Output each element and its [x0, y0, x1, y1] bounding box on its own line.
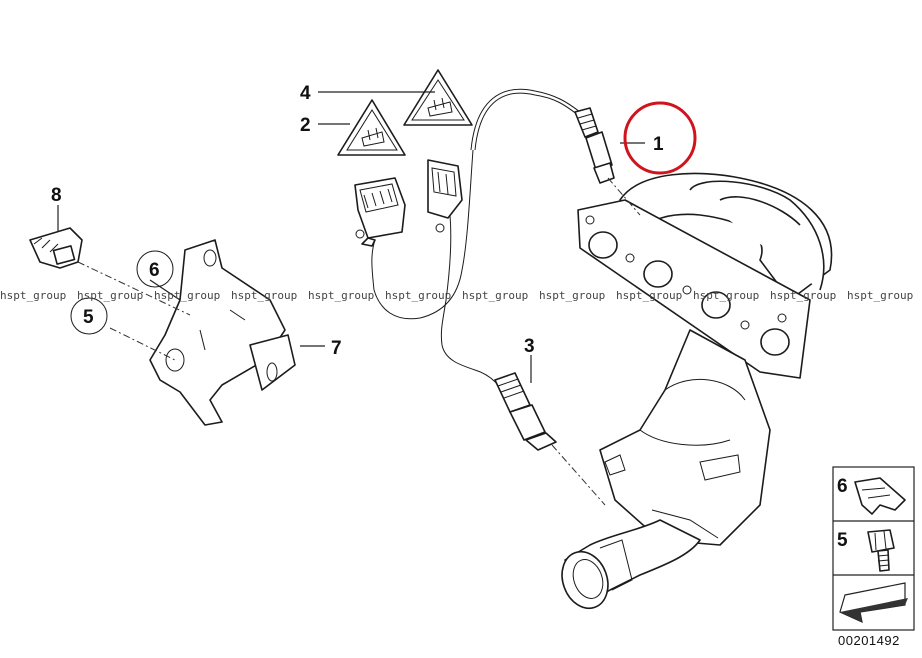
oxygen-sensor-upper — [470, 88, 641, 216]
callout-labels: 1 2 3 4 5 6 7 8 — [51, 83, 664, 359]
legend-bolt-icon — [867, 529, 895, 572]
highlight-circle — [623, 101, 697, 175]
callout-6: 6 — [149, 260, 160, 281]
watermark-text: hspt_group — [385, 289, 451, 302]
legend-arrow-icon — [839, 582, 908, 624]
watermark-text: hspt_group — [77, 289, 143, 302]
watermark-text: hspt_group — [231, 289, 297, 302]
legend-label-6: 6 — [837, 476, 848, 497]
exhaust-manifold-catalyst — [561, 172, 833, 610]
bracket-item-7 — [149, 239, 296, 426]
watermark-text: hspt_group — [770, 289, 836, 302]
legend-box: 6 5 00201492 — [832, 466, 915, 648]
callout-6-circle — [136, 250, 174, 288]
watermark-text: hspt_group — [154, 289, 220, 302]
legend-label-5: 5 — [837, 530, 848, 551]
callout-8: 8 — [51, 185, 62, 206]
callout-5-circle — [70, 297, 108, 335]
callout-2: 2 — [300, 115, 311, 136]
connector-item-4 — [427, 159, 463, 233]
diagram-code: 00201492 — [838, 633, 900, 648]
callout-5: 5 — [83, 307, 94, 328]
watermark-text: hspt_group — [462, 289, 528, 302]
watermark-text: hspt_group — [847, 289, 913, 302]
watermark-text: hspt_group — [539, 289, 605, 302]
warning-triangle-item-2 — [337, 99, 406, 156]
connector-item-2 — [354, 177, 406, 247]
callout-3: 3 — [524, 336, 535, 357]
callout-1: 1 — [653, 134, 664, 155]
watermark-text: hspt_group — [693, 289, 759, 302]
warning-triangle-item-4 — [403, 69, 473, 126]
watermark-text: hspt_group — [0, 289, 66, 302]
clip-item-8 — [29, 227, 83, 269]
sensor-wiring-harness — [371, 149, 474, 346]
watermark-row: hspt_group hspt_group hspt_group hspt_group… — [0, 289, 913, 302]
watermark-text: hspt_group — [308, 289, 374, 302]
oxygen-sensor-lower — [441, 344, 606, 506]
watermark-text: hspt_group — [616, 289, 682, 302]
callout-4: 4 — [300, 83, 311, 104]
callout-7: 7 — [331, 338, 342, 359]
